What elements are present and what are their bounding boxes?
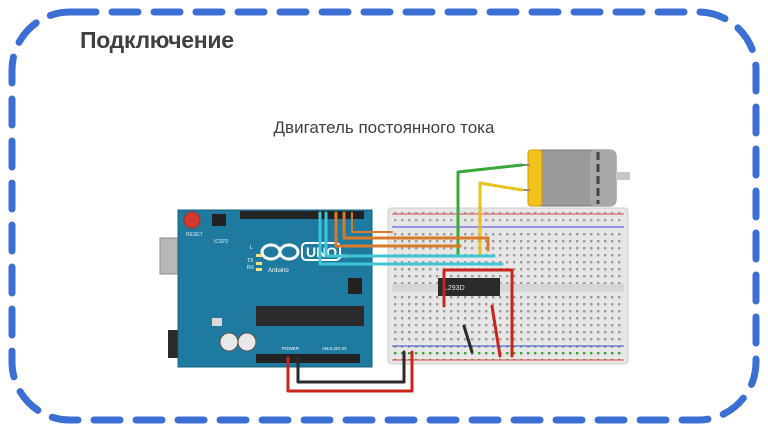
- capacitor-1: [219, 332, 239, 352]
- motor-shaft: [616, 172, 630, 180]
- wire-orange-2: [342, 211, 490, 252]
- digital-header: [240, 211, 364, 219]
- wire-cyan-1: [324, 211, 496, 258]
- wire-green: [456, 163, 524, 257]
- brand-text: Arduino: [268, 268, 289, 274]
- wire-red-1: [442, 268, 514, 358]
- wires: [286, 163, 524, 393]
- led-label-rx: RX: [247, 265, 255, 271]
- wire-orange-1: [334, 211, 462, 248]
- uno-logo-text: UNO: [306, 244, 337, 260]
- diagram-caption: Двигатель постоянного тока: [273, 118, 495, 137]
- wire-cyan-2: [318, 211, 504, 266]
- wire-yellow: [478, 181, 524, 257]
- breadboard: [387, 207, 629, 365]
- led-label-l: L: [250, 245, 253, 251]
- reset-label: RESET: [186, 232, 203, 238]
- reset-button-icon: [183, 211, 201, 229]
- wire-red-power: [286, 350, 414, 393]
- icsp2-label: ICSP2: [214, 239, 229, 245]
- motor-cap: [527, 149, 543, 207]
- wire-red-2: [490, 304, 502, 358]
- arduino-board: RESET ICSP2 UNO Arduino L TX RX ON POWER…: [159, 209, 373, 368]
- wire-black-gnd: [296, 350, 406, 384]
- wire-black-1: [462, 324, 474, 354]
- analog-label: ANALOG IN: [322, 346, 347, 351]
- power-label: POWER: [282, 346, 300, 351]
- chip-label: L293D: [444, 285, 465, 292]
- led-label-tx: TX: [247, 258, 254, 264]
- arduino-logo-icon: [260, 243, 300, 261]
- l293d-chip: L293D: [438, 278, 500, 296]
- capacitor-2: [237, 332, 257, 352]
- power-analog-header: [256, 354, 360, 363]
- dc-motor-icon: [520, 149, 630, 207]
- icsp-header: [348, 278, 362, 294]
- page-title: Подключение: [80, 27, 234, 53]
- wire-orange-3: [351, 212, 393, 233]
- icsp2-header: [212, 214, 226, 226]
- microcontroller-chip: [256, 306, 364, 326]
